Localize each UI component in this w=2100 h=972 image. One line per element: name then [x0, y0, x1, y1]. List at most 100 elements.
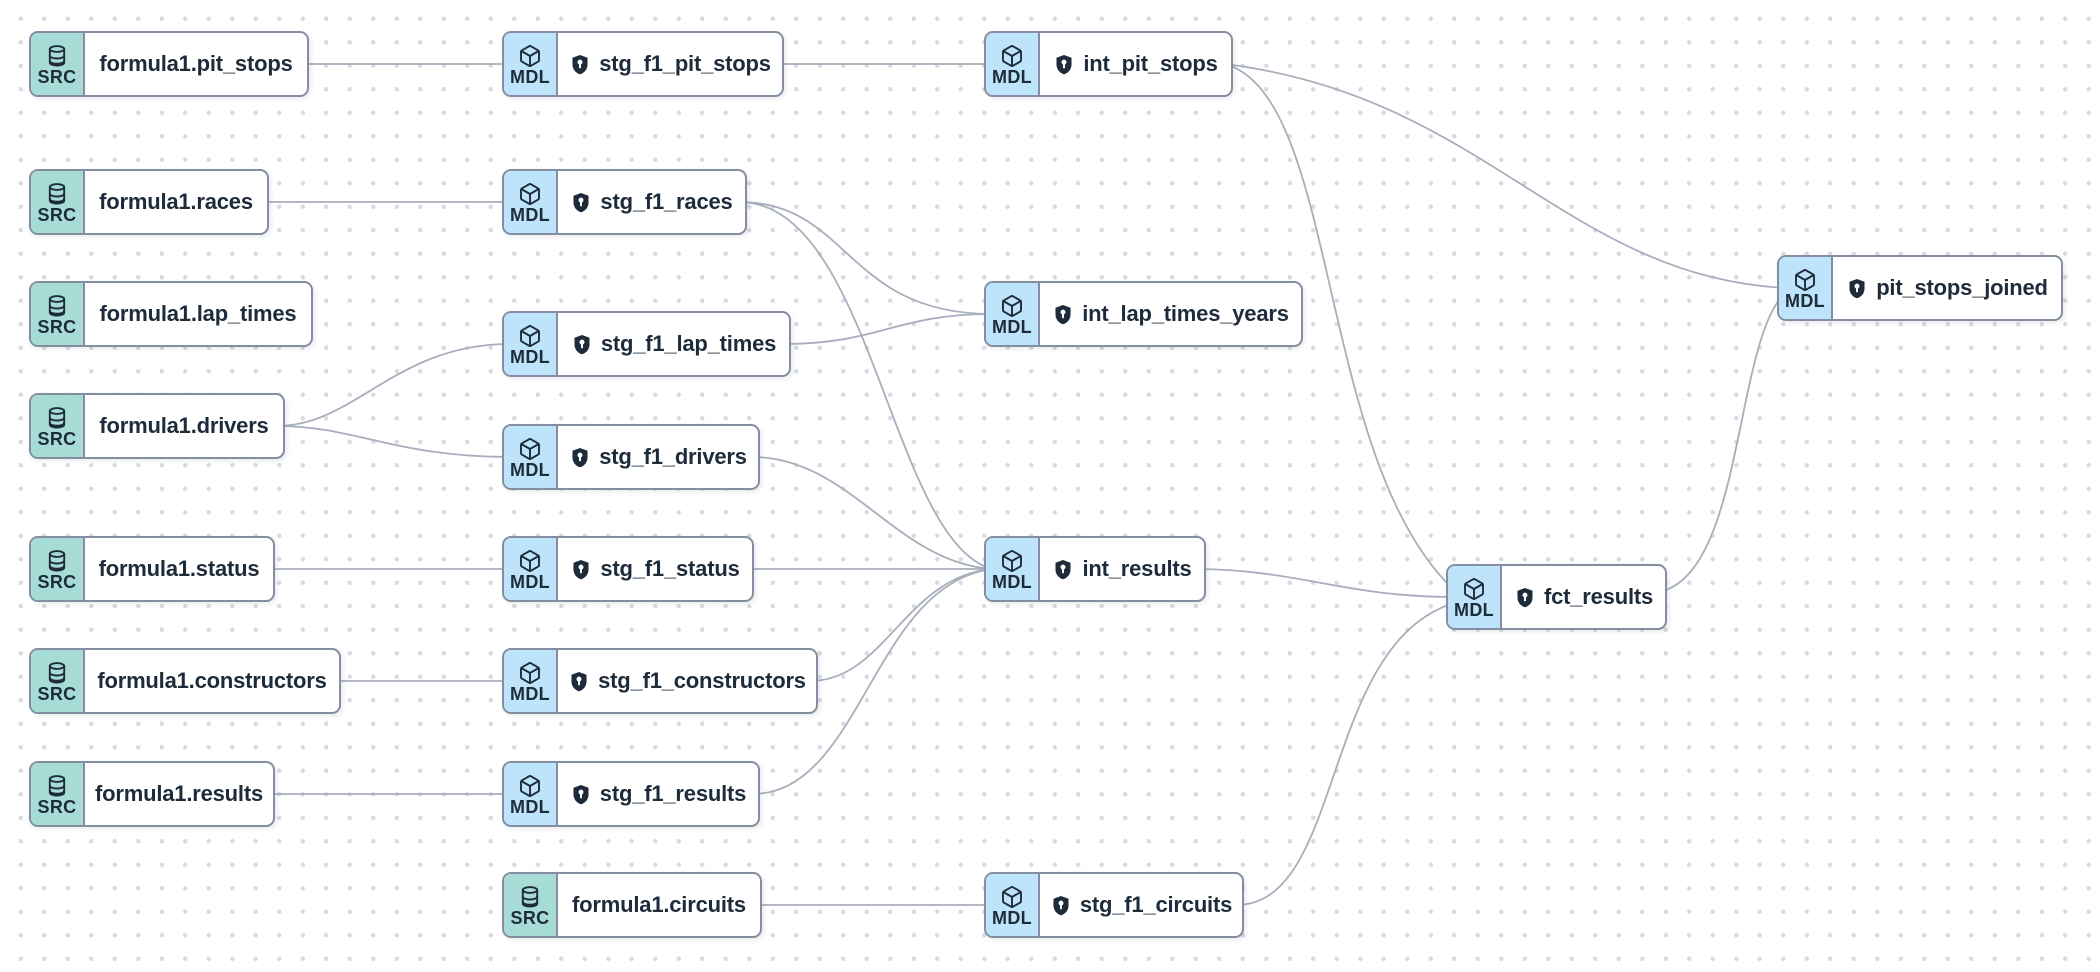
node-stg-races[interactable]: MDL stg_f1_races	[502, 169, 747, 235]
node-stg-lap-times[interactable]: MDL stg_f1_lap_times	[502, 311, 791, 377]
edge-stg-drivers--int-results	[751, 456, 993, 570]
node-label: formula1.results	[95, 781, 263, 806]
node-label-area: formula1.drivers	[85, 395, 283, 457]
node-src-races[interactable]: SRC formula1.races	[29, 169, 269, 235]
node-label-area: stg_f1_pit_stops	[558, 33, 782, 95]
model-badge: MDL	[1779, 257, 1833, 319]
package-icon	[518, 661, 542, 685]
node-label: formula1.drivers	[99, 413, 269, 438]
badge-label: SRC	[37, 317, 77, 338]
database-icon	[45, 294, 69, 318]
node-int-results[interactable]: MDL int_results	[984, 536, 1206, 602]
source-badge: SRC	[31, 171, 85, 233]
shield-icon	[1050, 894, 1072, 917]
badge-label: SRC	[37, 429, 77, 450]
badge-label: MDL	[510, 205, 550, 226]
edge-stg-races--int-results	[738, 201, 993, 570]
node-src-circuits[interactable]: SRC formula1.circuits	[502, 872, 762, 938]
badge-label: SRC	[37, 684, 77, 705]
node-label: formula1.constructors	[97, 668, 327, 693]
database-icon	[45, 549, 69, 573]
model-badge: MDL	[504, 650, 558, 712]
node-src-status[interactable]: SRC formula1.status	[29, 536, 275, 602]
badge-label: SRC	[510, 908, 550, 929]
package-icon	[1000, 885, 1024, 909]
model-badge: MDL	[504, 763, 558, 825]
badge-label: MDL	[510, 67, 550, 88]
source-badge: SRC	[31, 283, 85, 345]
node-src-drivers[interactable]: SRC formula1.drivers	[29, 393, 285, 459]
node-stg-results[interactable]: MDL stg_f1_results	[502, 761, 760, 827]
node-label-area: formula1.circuits	[558, 874, 760, 936]
badge-label: MDL	[510, 572, 550, 593]
node-label: stg_f1_status	[600, 556, 740, 581]
shield-icon	[570, 783, 592, 806]
node-int-lap-times-years[interactable]: MDL int_lap_times_years	[984, 281, 1303, 347]
database-icon	[518, 885, 542, 909]
model-badge: MDL	[986, 538, 1040, 600]
package-icon	[1000, 549, 1024, 573]
badge-label: MDL	[992, 572, 1032, 593]
node-label: formula1.status	[98, 556, 260, 581]
package-icon	[518, 324, 542, 348]
node-label: formula1.races	[99, 189, 253, 214]
shield-icon	[570, 558, 592, 581]
node-stg-drivers[interactable]: MDL stg_f1_drivers	[502, 424, 760, 490]
package-icon	[518, 44, 542, 68]
node-label-area: stg_f1_status	[558, 538, 752, 600]
node-label: stg_f1_results	[599, 781, 747, 806]
node-label-area: stg_f1_lap_times	[558, 313, 789, 375]
model-badge: MDL	[504, 313, 558, 375]
node-src-constructors[interactable]: SRC formula1.constructors	[29, 648, 341, 714]
node-label-area: formula1.races	[85, 171, 267, 233]
node-label-area: int_results	[1040, 538, 1204, 600]
edge-int-results--fct-results	[1197, 568, 1455, 598]
edge-src-drivers--stg-lap-times	[276, 343, 511, 427]
node-label: stg_f1_races	[600, 189, 733, 214]
badge-label: SRC	[37, 797, 77, 818]
shield-icon	[568, 670, 590, 693]
badge-label: MDL	[510, 347, 550, 368]
badge-label: MDL	[510, 460, 550, 481]
node-label-area: int_lap_times_years	[1040, 283, 1301, 345]
model-badge: MDL	[504, 33, 558, 95]
package-icon	[518, 437, 542, 461]
shield-icon	[1052, 558, 1074, 581]
node-stg-status[interactable]: MDL stg_f1_status	[502, 536, 754, 602]
edge-stg-constructors--int-results	[809, 568, 993, 682]
edge-int-pit-stops--fct-results	[1224, 63, 1455, 591]
node-label-area: formula1.constructors	[85, 650, 339, 712]
edge-src-drivers--stg-drivers	[276, 425, 511, 458]
node-src-results[interactable]: SRC formula1.results	[29, 761, 275, 827]
node-label: int_pit_stops	[1083, 51, 1218, 76]
badge-label: MDL	[1785, 291, 1825, 312]
node-label: stg_f1_constructors	[598, 668, 806, 693]
model-badge: MDL	[986, 33, 1040, 95]
node-stg-constructors[interactable]: MDL stg_f1_constructors	[502, 648, 818, 714]
badge-label: MDL	[992, 317, 1032, 338]
badge-label: MDL	[1454, 600, 1494, 621]
node-int-pit-stops[interactable]: MDL int_pit_stops	[984, 31, 1233, 97]
model-badge: MDL	[986, 283, 1040, 345]
node-label-area: stg_f1_drivers	[558, 426, 758, 488]
source-badge: SRC	[31, 538, 85, 600]
node-stg-pit-stops[interactable]: MDL stg_f1_pit_stops	[502, 31, 784, 97]
node-label: stg_f1_lap_times	[600, 331, 777, 356]
node-label-area: formula1.status	[85, 538, 273, 600]
source-badge: SRC	[504, 874, 558, 936]
package-icon	[1000, 294, 1024, 318]
package-icon	[1793, 268, 1817, 292]
shield-icon	[569, 53, 591, 76]
badge-label: MDL	[992, 67, 1032, 88]
node-label-area: stg_f1_races	[558, 171, 745, 233]
shield-icon	[1053, 53, 1075, 76]
model-badge: MDL	[986, 874, 1040, 936]
package-icon	[518, 774, 542, 798]
model-badge: MDL	[504, 538, 558, 600]
